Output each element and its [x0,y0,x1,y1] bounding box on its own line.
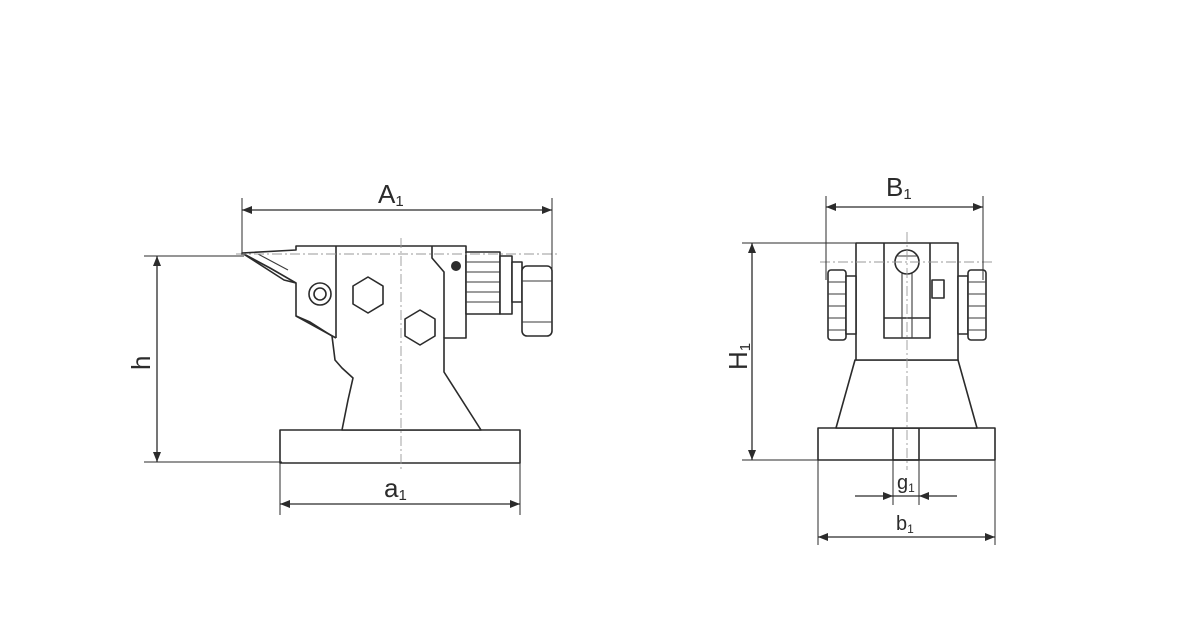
dimension-A1: A1 [241,179,553,285]
side-view-center-point [241,252,297,284]
dimension-H1: H1 [723,242,856,461]
dimension-B1: B1 [825,172,984,280]
side-view-hex-nut-upper [352,276,384,314]
side-view-bolt-round [308,282,332,306]
dimension-B1-label: B1 [886,172,912,203]
front-view-base [817,427,996,461]
side-view-base [279,429,521,464]
side-view-lock-pin [451,261,461,271]
side-view-body [241,245,482,431]
dimension-b1: b1 [817,460,996,545]
side-view [236,238,560,470]
dimension-h: h [126,255,282,463]
dimension-a1-label: a1 [384,473,407,504]
front-view-body [835,359,978,429]
side-view-hex-nut-lower [404,309,436,346]
dimension-h-label: h [126,356,156,370]
front-view [817,232,996,470]
side-view-handwheel [465,251,553,337]
dimension-A1-label: A1 [378,179,404,210]
dimension-g1-label: g1 [897,472,915,495]
dimension-b1-label: b1 [896,513,914,536]
dimension-H1-label: H1 [723,343,754,370]
front-view-left-knob [827,269,857,341]
front-view-right-knob [957,269,987,341]
dimension-g1: g1 [855,460,957,505]
dimension-a1: a1 [279,463,521,515]
